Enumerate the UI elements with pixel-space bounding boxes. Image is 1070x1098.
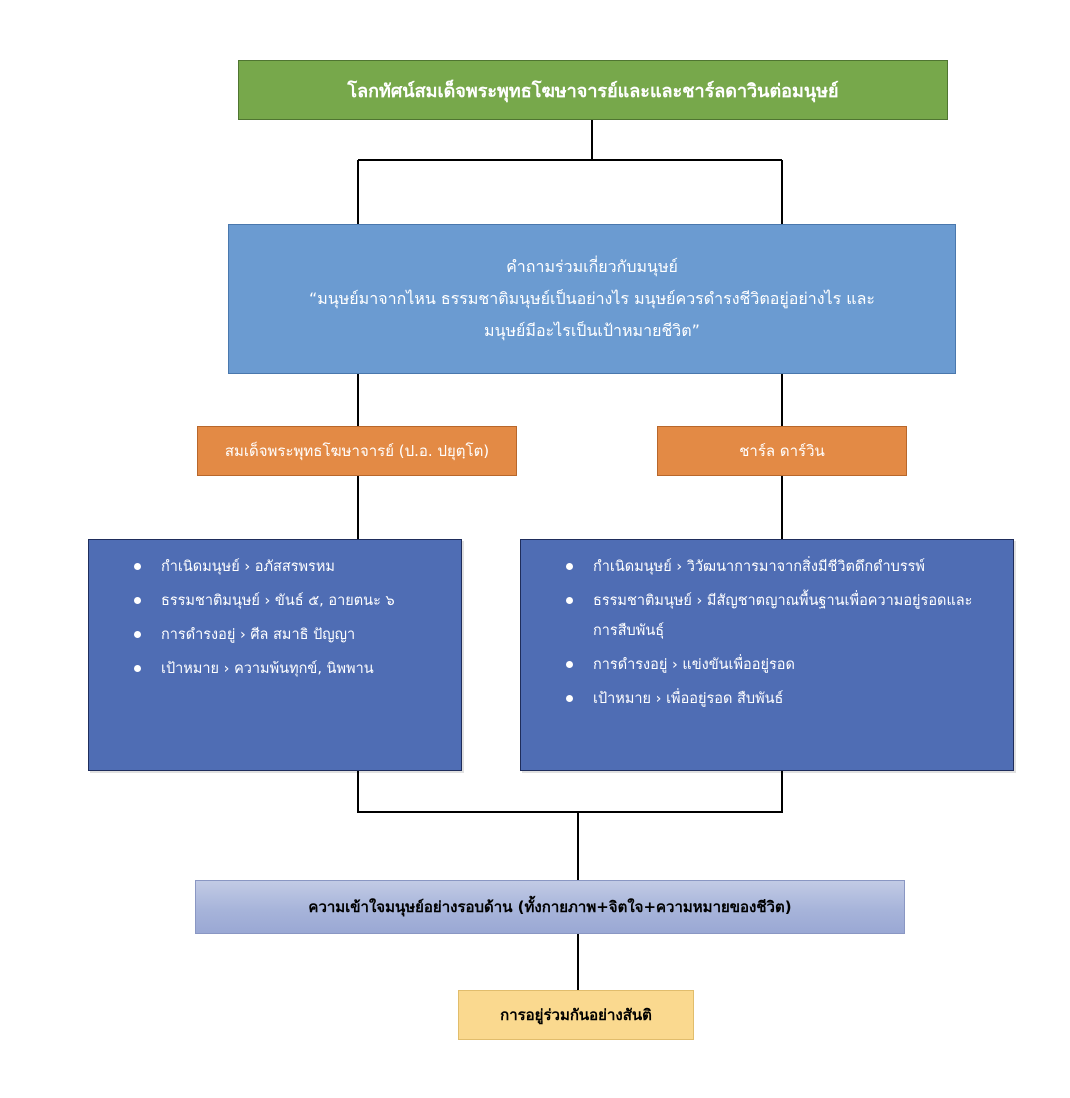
title-box: โลกทัศน์สมเด็จพระพุทธโฆษาจารย์และและชาร์… [238,60,948,120]
list-item: การดำรงอยู่ › แข่งขันเพื่ออยู่รอด [566,650,997,680]
list-item: การดำรงอยู่ › ศีล สมาธิ ปัญญา [134,620,395,650]
common-question-box: คำถามร่วมเกี่ยวกับมนุษย์ “มนุษย์มาจากไหน… [228,224,956,374]
bullet-icon [566,563,573,570]
list-item: ธรรมชาติมนุษย์ › มีสัญชาตญาณพื้นฐานเพื่อ… [566,586,997,646]
list-item-text: ธรรมชาติมนุษย์ › มีสัญชาตญาณพื้นฐานเพื่อ… [593,593,973,639]
list-item-text: กำเนิดมนุษย์ › วิวัฒนาการมาจากสิ่งมีชีวิ… [593,559,925,575]
list-item-text: ธรรมชาติมนุษย์ › ขันธ์ ๕, อายตนะ ๖ [161,593,395,609]
darwin-heading: ชาร์ล ดาร์วิน [739,442,825,460]
list-item: ธรรมชาติมนุษย์ › ขันธ์ ๕, อายตนะ ๖ [134,586,395,616]
bullet-icon [134,631,141,638]
buddhaghosacariya-heading: สมเด็จพระพุทธโฆษาจารย์ (ป.อ. ปยุตฺโต) [224,442,490,460]
list-item-text: เป้าหมาย › เพื่ออยู่รอด สืบพันธ์ [593,691,784,707]
connector-headings-to-lists [357,476,783,539]
common-question-heading: คำถามร่วมเกี่ยวกับมนุษย์ [506,257,678,276]
list-item: กำเนิดมนุษย์ › วิวัฒนาการมาจากสิ่งมีชีวิ… [566,552,997,582]
connector-title-to-question [357,120,783,224]
bullet-icon [566,695,573,702]
darwin-list: กำเนิดมนุษย์ › วิวัฒนาการมาจากสิ่งมีชีวิ… [521,540,1013,718]
connector-lists-to-understanding [357,771,783,880]
buddhaghosacariya-heading-box: สมเด็จพระพุทธโฆษาจารย์ (ป.อ. ปยุตฺโต) [197,426,517,476]
list-item-text: กำเนิดมนุษย์ › อภัสสรพรหม [161,559,335,575]
understanding-text: ความเข้าใจมนุษย์อย่างรอบด้าน (ทั้งกายภาพ… [308,898,792,916]
list-item: เป้าหมาย › เพื่ออยู่รอด สืบพันธ์ [566,684,997,714]
common-question-line-1: “มนุษย์มาจากไหน ธรรมชาติมนุษย์เป็นอย่างไ… [308,289,875,308]
list-item-text: เป้าหมาย › ความพ้นทุกข์, นิพพาน [161,661,374,677]
darwin-list-box: กำเนิดมนุษย์ › วิวัฒนาการมาจากสิ่งมีชีวิ… [520,539,1014,771]
bullet-icon [134,597,141,604]
title-text: โลกทัศน์สมเด็จพระพุทธโฆษาจารย์และและชาร์… [347,80,839,102]
bullet-icon [566,661,573,668]
bullet-icon [134,665,141,672]
bullet-icon [566,597,573,604]
buddhaghosacariya-list: กำเนิดมนุษย์ › อภัสสรพรหม ธรรมชาติมนุษย์… [89,540,411,688]
connector-question-to-headings [357,374,783,426]
list-item-text: การดำรงอยู่ › ศีล สมาธิ ปัญญา [161,627,356,643]
bullet-icon [134,563,141,570]
list-item: เป้าหมาย › ความพ้นทุกข์, นิพพาน [134,654,395,684]
buddhaghosacariya-list-box: กำเนิดมนุษย์ › อภัสสรพรหม ธรรมชาติมนุษย์… [88,539,462,771]
darwin-heading-box: ชาร์ล ดาร์วิน [657,426,907,476]
common-question-line-2: มนุษย์มีอะไรเป็นเป้าหมายชีวิต” [484,321,700,340]
peace-text: การอยู่ร่วมกันอย่างสันติ [500,1006,652,1024]
understanding-box: ความเข้าใจมนุษย์อย่างรอบด้าน (ทั้งกายภาพ… [195,880,905,934]
list-item-text: การดำรงอยู่ › แข่งขันเพื่ออยู่รอด [593,657,795,673]
peace-box: การอยู่ร่วมกันอย่างสันติ [458,990,694,1040]
list-item: กำเนิดมนุษย์ › อภัสสรพรหม [134,552,395,582]
